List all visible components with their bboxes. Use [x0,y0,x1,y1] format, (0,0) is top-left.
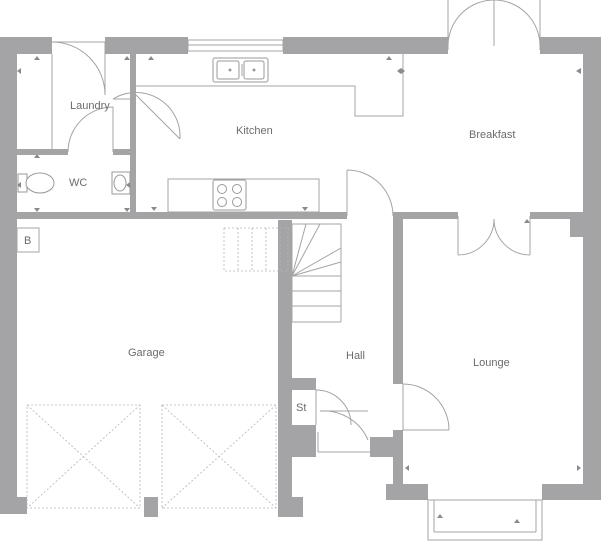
kitchen-bottom-counter [167,178,320,213]
wall-right-notch [570,215,601,237]
wall-right-lower [583,220,601,500]
garage-door-left [26,404,141,509]
store-door [315,389,352,426]
lounge-bay-window [427,499,543,541]
wc-door [67,106,114,153]
label-hall: Hall [346,350,365,362]
doors [51,0,541,453]
wc-basin [111,171,131,195]
label-kitchen: Kitchen [236,125,273,137]
kitchen-hob [212,179,247,211]
garage-door-right [161,404,277,509]
label-store: St [296,402,306,414]
staircase [223,223,342,323]
breakfast-french-doors [447,0,541,50]
front-door [317,410,370,453]
kitchen-sink [212,57,269,83]
wall-top-kitchen-breakfast [283,37,448,54]
wall-hall-lounge-lower [393,430,403,500]
label-breakfast: Breakfast [469,129,515,141]
laundry-external-door [51,41,106,149]
label-laundry: Laundry [70,100,110,112]
wall-laundry-wc-left [17,149,68,155]
kitchen-top-counter [136,54,404,117]
wall-laundry-wc-right [113,149,136,155]
hall-kitchen-door [346,169,394,217]
wall-store-block [278,378,316,390]
label-wc: WC [69,177,87,189]
wall-breakfast-lounge-right [530,212,583,219]
wall-hall-lounge-upper [393,216,403,384]
kitchen-fixtures [136,54,404,213]
windows [187,39,543,541]
wall-breakfast-lounge-left [393,212,458,219]
markers [17,56,581,523]
wall-bottom-lounge-left [386,484,428,500]
stairs-solid [288,223,342,323]
boiler-box [16,227,40,253]
hall-lounge-door [402,383,450,431]
walls [0,37,601,517]
kitchen-laundry-door [112,92,181,140]
stairs-dashed [223,227,289,272]
wall-kitchen-garage [17,212,347,219]
wall-bottom-lounge-right [542,484,601,500]
garage-doors [26,404,277,509]
wall-bottom-garage-mid [144,497,158,517]
wall-laundry-kitchen [130,54,136,214]
wall-hall-entry [370,437,403,457]
wall-bottom-garage-left [0,497,27,514]
label-garage: Garage [128,347,165,359]
label-boiler: B [24,235,31,247]
wall-store-lower [278,425,316,457]
label-lounge: Lounge [473,357,510,369]
lounge-double-doors [457,216,531,256]
wall-left [0,37,17,514]
toilet [17,172,55,194]
wall-top-laundry-kitchen [105,37,188,54]
wc-fixtures [17,171,131,215]
wall-right-upper [583,37,601,237]
